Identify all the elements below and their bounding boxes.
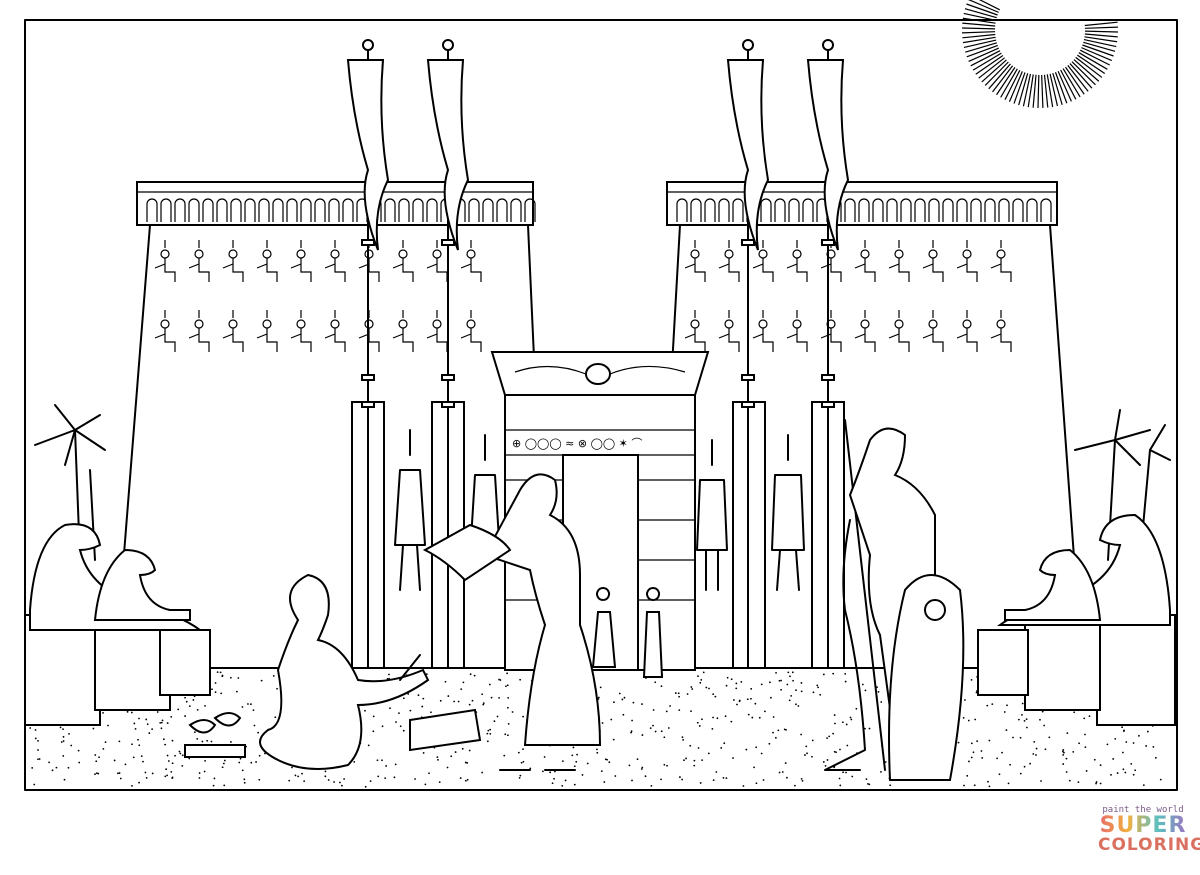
sphinx-statues bbox=[24, 513, 1176, 726]
logo-line2: COLORING bbox=[1098, 835, 1200, 855]
soldier-with-shield bbox=[824, 419, 965, 781]
left-pylon bbox=[113, 181, 550, 669]
logo-line1: SUPER bbox=[1099, 813, 1187, 838]
flag-poles bbox=[346, 39, 850, 669]
frame-border bbox=[24, 19, 1178, 791]
scroll-reading-priest bbox=[422, 473, 602, 771]
doorway-figures bbox=[591, 587, 664, 678]
relief-figures bbox=[394, 429, 805, 591]
svg-text:⊕ ◯◯◯ ≈ ⊗ ◯◯ ✶ ⌒: ⊕ ◯◯◯ ≈ ⊗ ◯◯ ✶ ⌒ bbox=[512, 437, 642, 450]
logo-tagline: paint the world bbox=[1102, 805, 1184, 815]
sun bbox=[962, 0, 1118, 108]
seated-scribe bbox=[184, 573, 482, 770]
super-coloring-logo: paint the world SUPER COLORING bbox=[1098, 805, 1200, 855]
